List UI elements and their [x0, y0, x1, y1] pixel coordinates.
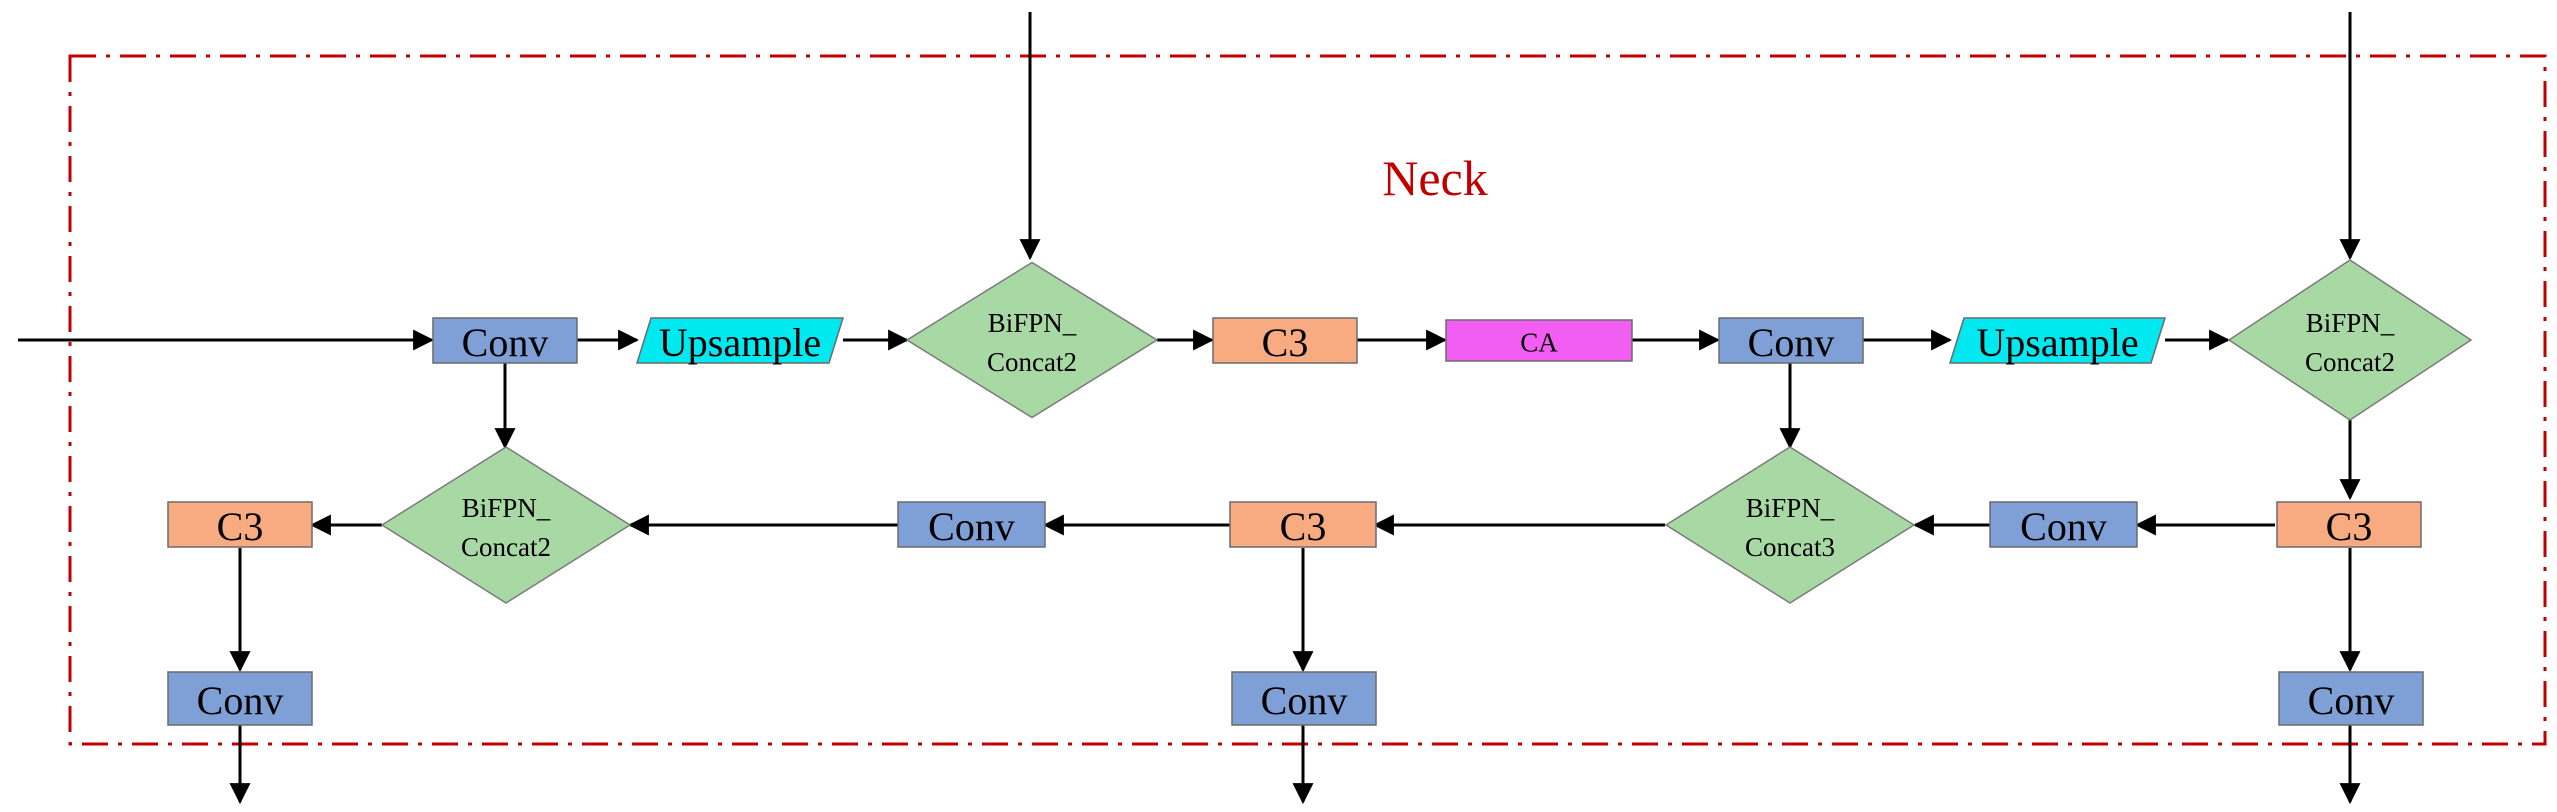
- node-bifpn-top-2: BiFPN_ Concat2: [2227, 259, 2473, 421]
- node-c3-top: C3: [1212, 317, 1358, 365]
- node-c3-bottom-left: C3: [167, 501, 313, 549]
- bifpn-label-line1: BiFPN_: [1746, 493, 1835, 523]
- bifpn-diamond: [905, 261, 1159, 419]
- upsample-box: [1948, 317, 2167, 364]
- conv-label: Conv: [2020, 504, 2107, 549]
- node-conv-mid-2: Conv: [1989, 501, 2138, 549]
- conv-box: [1989, 501, 2138, 548]
- edges: [18, 12, 2361, 805]
- bifpn-label-line1: BiFPN_: [2306, 308, 2395, 338]
- node-conv-mid-1: Conv: [897, 501, 1046, 549]
- node-upsample-2: Upsample: [1948, 317, 2167, 365]
- upsample-label: Upsample: [1976, 320, 2138, 365]
- bifpn-label-line2: Concat2: [2305, 347, 2395, 377]
- node-conv-top-1: Conv: [432, 317, 578, 365]
- c3-box: [1212, 317, 1358, 364]
- conv-label: Conv: [2308, 678, 2395, 723]
- c3-label: C3: [1280, 504, 1327, 549]
- bifpn-diamond: [380, 446, 632, 604]
- neck-title: Neck: [1382, 150, 1488, 206]
- bifpn-diamond: [1664, 446, 1916, 604]
- node-c3-bottom-right: C3: [2276, 501, 2422, 549]
- node-bifpn-top-1: BiFPN_ Concat2: [905, 261, 1159, 419]
- node-conv-out-left: Conv: [167, 671, 313, 726]
- c3-box: [167, 501, 313, 548]
- bifpn-label-line1: BiFPN_: [988, 308, 1077, 338]
- conv-label: Conv: [928, 504, 1015, 549]
- bifpn-label-line2: Concat2: [987, 347, 1077, 377]
- conv-label: Conv: [1261, 678, 1348, 723]
- ca-label: CA: [1520, 328, 1558, 358]
- upsample-label: Upsample: [659, 320, 821, 365]
- conv-label: Conv: [1748, 320, 1835, 365]
- node-upsample-1: Upsample: [635, 317, 845, 365]
- node-bifpn-bottom-mid: BiFPN_ Concat3: [1664, 446, 1916, 604]
- node-c3-bottom-mid: C3: [1229, 501, 1377, 549]
- c3-box: [2276, 501, 2422, 548]
- node-conv-out-right: Conv: [2278, 671, 2424, 726]
- conv-box: [167, 671, 313, 726]
- bifpn-label-line2: Concat3: [1745, 532, 1835, 562]
- conv-box: [1718, 317, 1864, 364]
- c3-label: C3: [1262, 320, 1309, 365]
- c3-box: [1229, 501, 1377, 548]
- upsample-box: [635, 317, 845, 364]
- node-ca-top: CA: [1445, 319, 1633, 362]
- node-bifpn-bottom-left: BiFPN_ Concat2: [380, 446, 632, 604]
- c3-label: C3: [2326, 504, 2373, 549]
- bifpn-diamond: [2227, 259, 2473, 421]
- bifpn-label-line1: BiFPN_: [462, 493, 551, 523]
- bifpn-label-line2: Concat2: [461, 532, 551, 562]
- conv-box: [897, 501, 1046, 548]
- conv-box: [2278, 671, 2424, 726]
- c3-label: C3: [217, 504, 264, 549]
- node-conv-out-mid: Conv: [1231, 671, 1377, 726]
- neck-border: [68, 54, 2547, 746]
- conv-label: Conv: [197, 678, 284, 723]
- conv-box: [1231, 671, 1377, 726]
- node-conv-top-2: Conv: [1718, 317, 1864, 365]
- conv-box: [432, 317, 578, 364]
- conv-label: Conv: [462, 320, 549, 365]
- ca-box: [1445, 319, 1633, 362]
